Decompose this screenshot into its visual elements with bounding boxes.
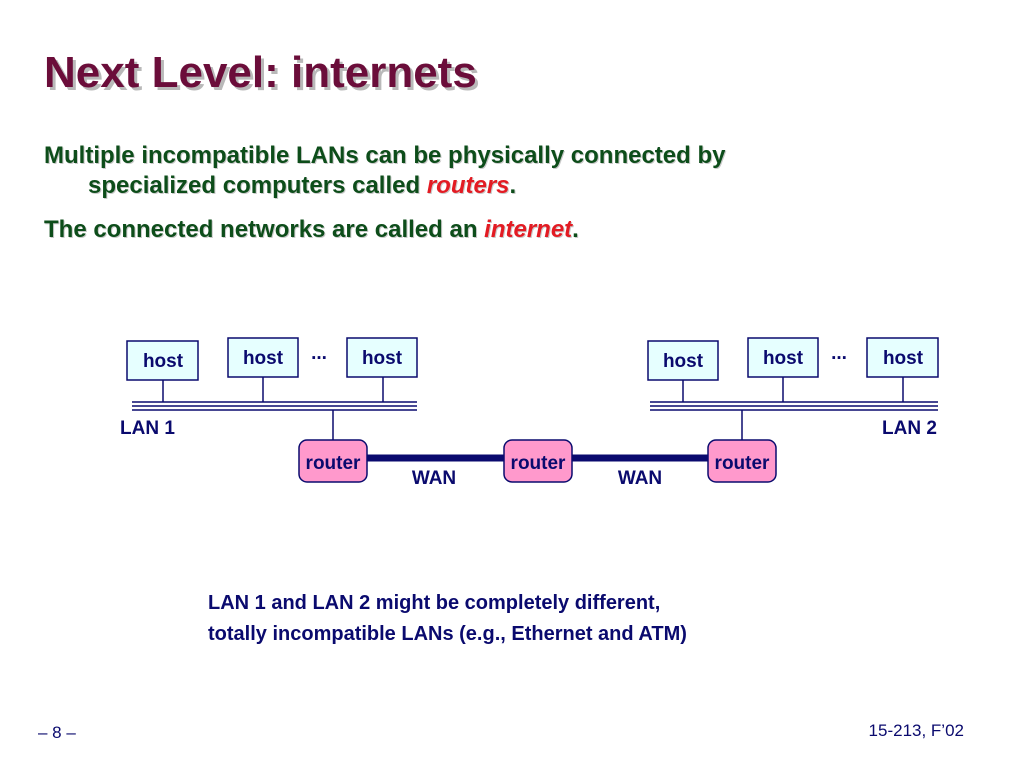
- router-left: router: [298, 439, 368, 483]
- course-label: 15-213, F’02: [868, 721, 964, 740]
- note-line-2: totally incompatible LANs (e.g., Etherne…: [208, 623, 687, 645]
- lan2-host-2: host: [747, 337, 819, 378]
- wan-label-2: WAN: [618, 468, 662, 489]
- page-number: – 8 –: [38, 723, 76, 742]
- lan2-host-3: host: [866, 337, 939, 378]
- lan2-host-1: host: [647, 340, 719, 381]
- wan-label-1: WAN: [412, 468, 456, 489]
- lan-compatibility-note: LAN 1 and LAN 2 might be completely diff…: [208, 588, 687, 650]
- bullet-routers: Multiple incompatible LANs can be physic…: [44, 141, 725, 201]
- slide-title: Next Level: internets: [44, 48, 477, 97]
- bullet-internet-text: The connected networks are called an: [44, 216, 485, 243]
- host-label: host: [663, 351, 704, 372]
- bullet-routers-line1: Multiple incompatible LANs can be physic…: [44, 142, 726, 169]
- host-label: host: [143, 351, 184, 372]
- lan1-label: LAN 1: [120, 418, 175, 439]
- lan1-host-2: host: [227, 337, 299, 378]
- host-label: host: [883, 348, 924, 369]
- lan2-label: LAN 2: [882, 418, 937, 439]
- router-label: router: [715, 453, 771, 474]
- lan2-ellipsis: ...: [831, 343, 847, 364]
- bullet-routers-line2: specialized computers called routers.: [44, 171, 725, 201]
- bullet-routers-period: .: [509, 172, 517, 199]
- router-label: router: [511, 453, 567, 474]
- router-label: router: [306, 453, 362, 474]
- lan1-host-1: host: [126, 340, 199, 381]
- bullet-internet: The connected networks are called an int…: [44, 215, 579, 245]
- note-line-1: LAN 1 and LAN 2 might be completely diff…: [208, 592, 661, 614]
- bullet-routers-line2-text: specialized computers called: [88, 172, 427, 199]
- lan1-host-3: host: [346, 337, 418, 378]
- host-label: host: [243, 348, 284, 369]
- lan1-bus: [132, 401, 417, 411]
- host-label: host: [362, 348, 403, 369]
- router-middle: router: [503, 439, 573, 483]
- lan1-ellipsis: ...: [311, 343, 327, 364]
- bullet-internet-period: .: [572, 216, 579, 243]
- internet-term: internet: [484, 216, 573, 243]
- host-label: host: [763, 348, 804, 369]
- lan2-bus: [650, 401, 938, 411]
- routers-term: routers: [426, 172, 510, 199]
- router-right: router: [707, 439, 777, 483]
